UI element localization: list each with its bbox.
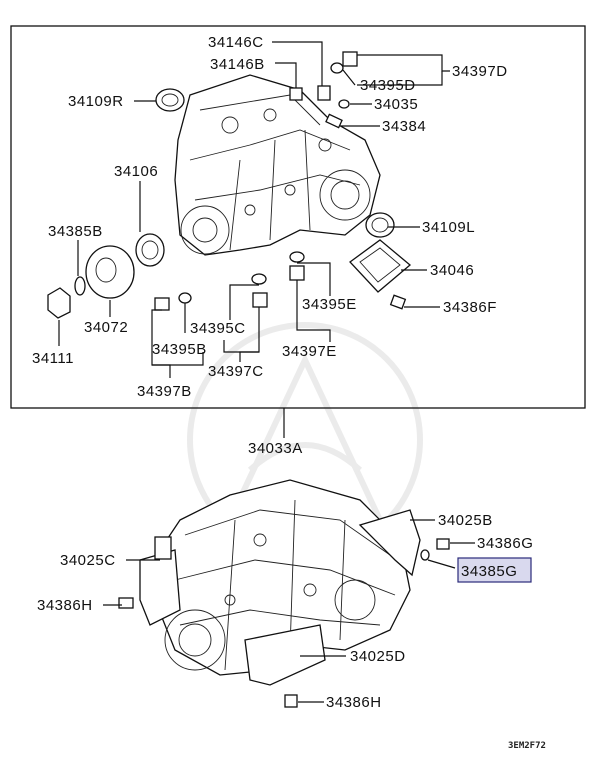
callout-34111: 34111 (32, 350, 74, 367)
plug-34397E (289, 265, 305, 281)
plug-34397B (154, 297, 170, 311)
nut-34111 (47, 287, 71, 319)
callout-34385G: 34385G (461, 563, 517, 580)
callout-34109L: 34109L (422, 219, 475, 236)
washer-34395B (178, 292, 192, 304)
callout-34397C: 34397C (208, 363, 264, 380)
assembly-label: 34033A (248, 440, 303, 457)
washer-34395E (289, 251, 305, 263)
callout-labels: 34146C 34146B 34395D 34397D 34109R 34035… (32, 34, 546, 751)
bracket-34025B (358, 509, 421, 577)
callout-34035: 34035 (374, 96, 418, 113)
bolt-34386H-bottom (284, 694, 298, 708)
bolt-34386F (389, 294, 407, 310)
callout-34397D: 34397D (452, 63, 508, 80)
bolt-34386G (436, 538, 450, 550)
callout-34386H-bottom: 34386H (326, 694, 382, 711)
differential-assembly (154, 479, 411, 676)
leader-lines-top (58, 41, 450, 378)
callout-34025C: 34025C (60, 552, 116, 569)
callout-34395B: 34395B (152, 341, 207, 358)
washer-34395D (330, 62, 344, 74)
leader-lines-bottom (103, 519, 475, 703)
callout-34146B: 34146B (210, 56, 265, 73)
callout-34395D: 34395D (360, 77, 416, 94)
exploded-view-frame (10, 25, 586, 409)
breather-34146C (317, 85, 331, 101)
callout-34386F: 34386F (443, 299, 497, 316)
bracket-34025D (244, 624, 326, 686)
bolt-34386H-left (118, 597, 134, 609)
callout-34386G: 34386G (477, 535, 533, 552)
highlight-box (457, 557, 532, 583)
oil-seal-34109R (155, 88, 185, 112)
washer-34385G (420, 549, 430, 561)
plug-34397D (342, 51, 358, 67)
callout-34384: 34384 (382, 118, 426, 135)
callout-34385B: 34385B (48, 223, 103, 240)
callout-34046: 34046 (430, 262, 474, 279)
callout-34146C: 34146C (208, 34, 264, 51)
cover-34046 (349, 239, 412, 293)
callout-34397E: 34397E (282, 343, 337, 360)
callout-34395C: 34395C (190, 320, 246, 337)
diagram-code: 3EM2F72 (508, 741, 546, 751)
companion-flange-34072 (85, 245, 135, 299)
differential-carrier-exploded (174, 74, 381, 256)
callout-34395E: 34395E (302, 296, 357, 313)
callout-34386H-left: 34386H (37, 597, 93, 614)
bracket-34025C (139, 536, 181, 626)
callout-34109R: 34109R (68, 93, 124, 110)
breather-34146B (289, 87, 303, 101)
callout-34072: 34072 (84, 319, 128, 336)
washer-34385B (74, 276, 86, 296)
callout-34397B: 34397B (137, 383, 192, 400)
part-34384 (325, 113, 343, 129)
callout-34106: 34106 (114, 163, 158, 180)
callout-34025B: 34025B (438, 512, 493, 529)
callout-34025D: 34025D (350, 648, 406, 665)
part-34035 (338, 99, 350, 109)
oil-seal-34106 (135, 233, 165, 267)
plug-34397C (252, 292, 268, 308)
washer-34395C (251, 273, 267, 285)
oil-seal-34109L (365, 212, 395, 238)
